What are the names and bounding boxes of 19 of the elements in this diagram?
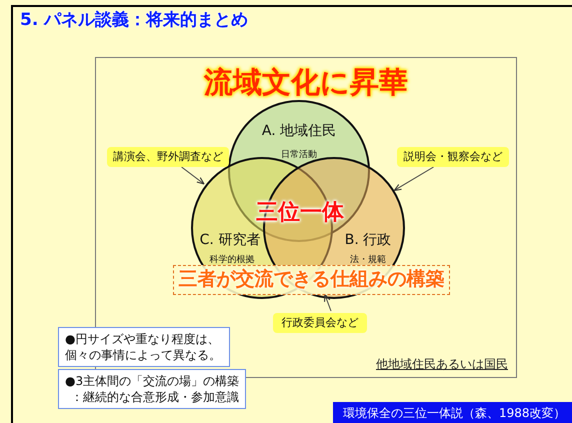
circle-sublabel: 科学的根拠 [208,254,256,266]
circle-label: B. 行政 [344,231,392,249]
circle-sublabel: 日常活動 [280,148,318,161]
circle-label: C. 研究者 [198,231,262,249]
note-box: ●3主体間の「交流の場」の構築 ：継続的な合意形成・参加意識 [58,369,246,409]
caption-box: 環境保全の三位一体説（森、1988改変） [333,402,572,423]
area-label: 他地域住民あるいは国民 [376,356,508,373]
dashed-box: 三者が交流できる仕組みの構築 [173,265,450,295]
slide-title: 5. パネル談義：将来的まとめ [20,9,248,31]
arrow [394,166,434,191]
arrow [324,294,332,312]
arrow [181,166,205,185]
callout-text: 講演会、野外調査など [107,147,229,167]
circle-sublabel: 法・規範 [349,254,387,266]
heading: 流域文化に昇華 [202,64,409,101]
callout-text: 説明会・観察会など [397,147,509,167]
note-box: ●円サイズや重なり程度は、個々の事情によって異なる。 [58,327,230,367]
callout-text: 行政委員会など [273,313,367,333]
circle-label: A. 地域住民 [260,122,338,140]
